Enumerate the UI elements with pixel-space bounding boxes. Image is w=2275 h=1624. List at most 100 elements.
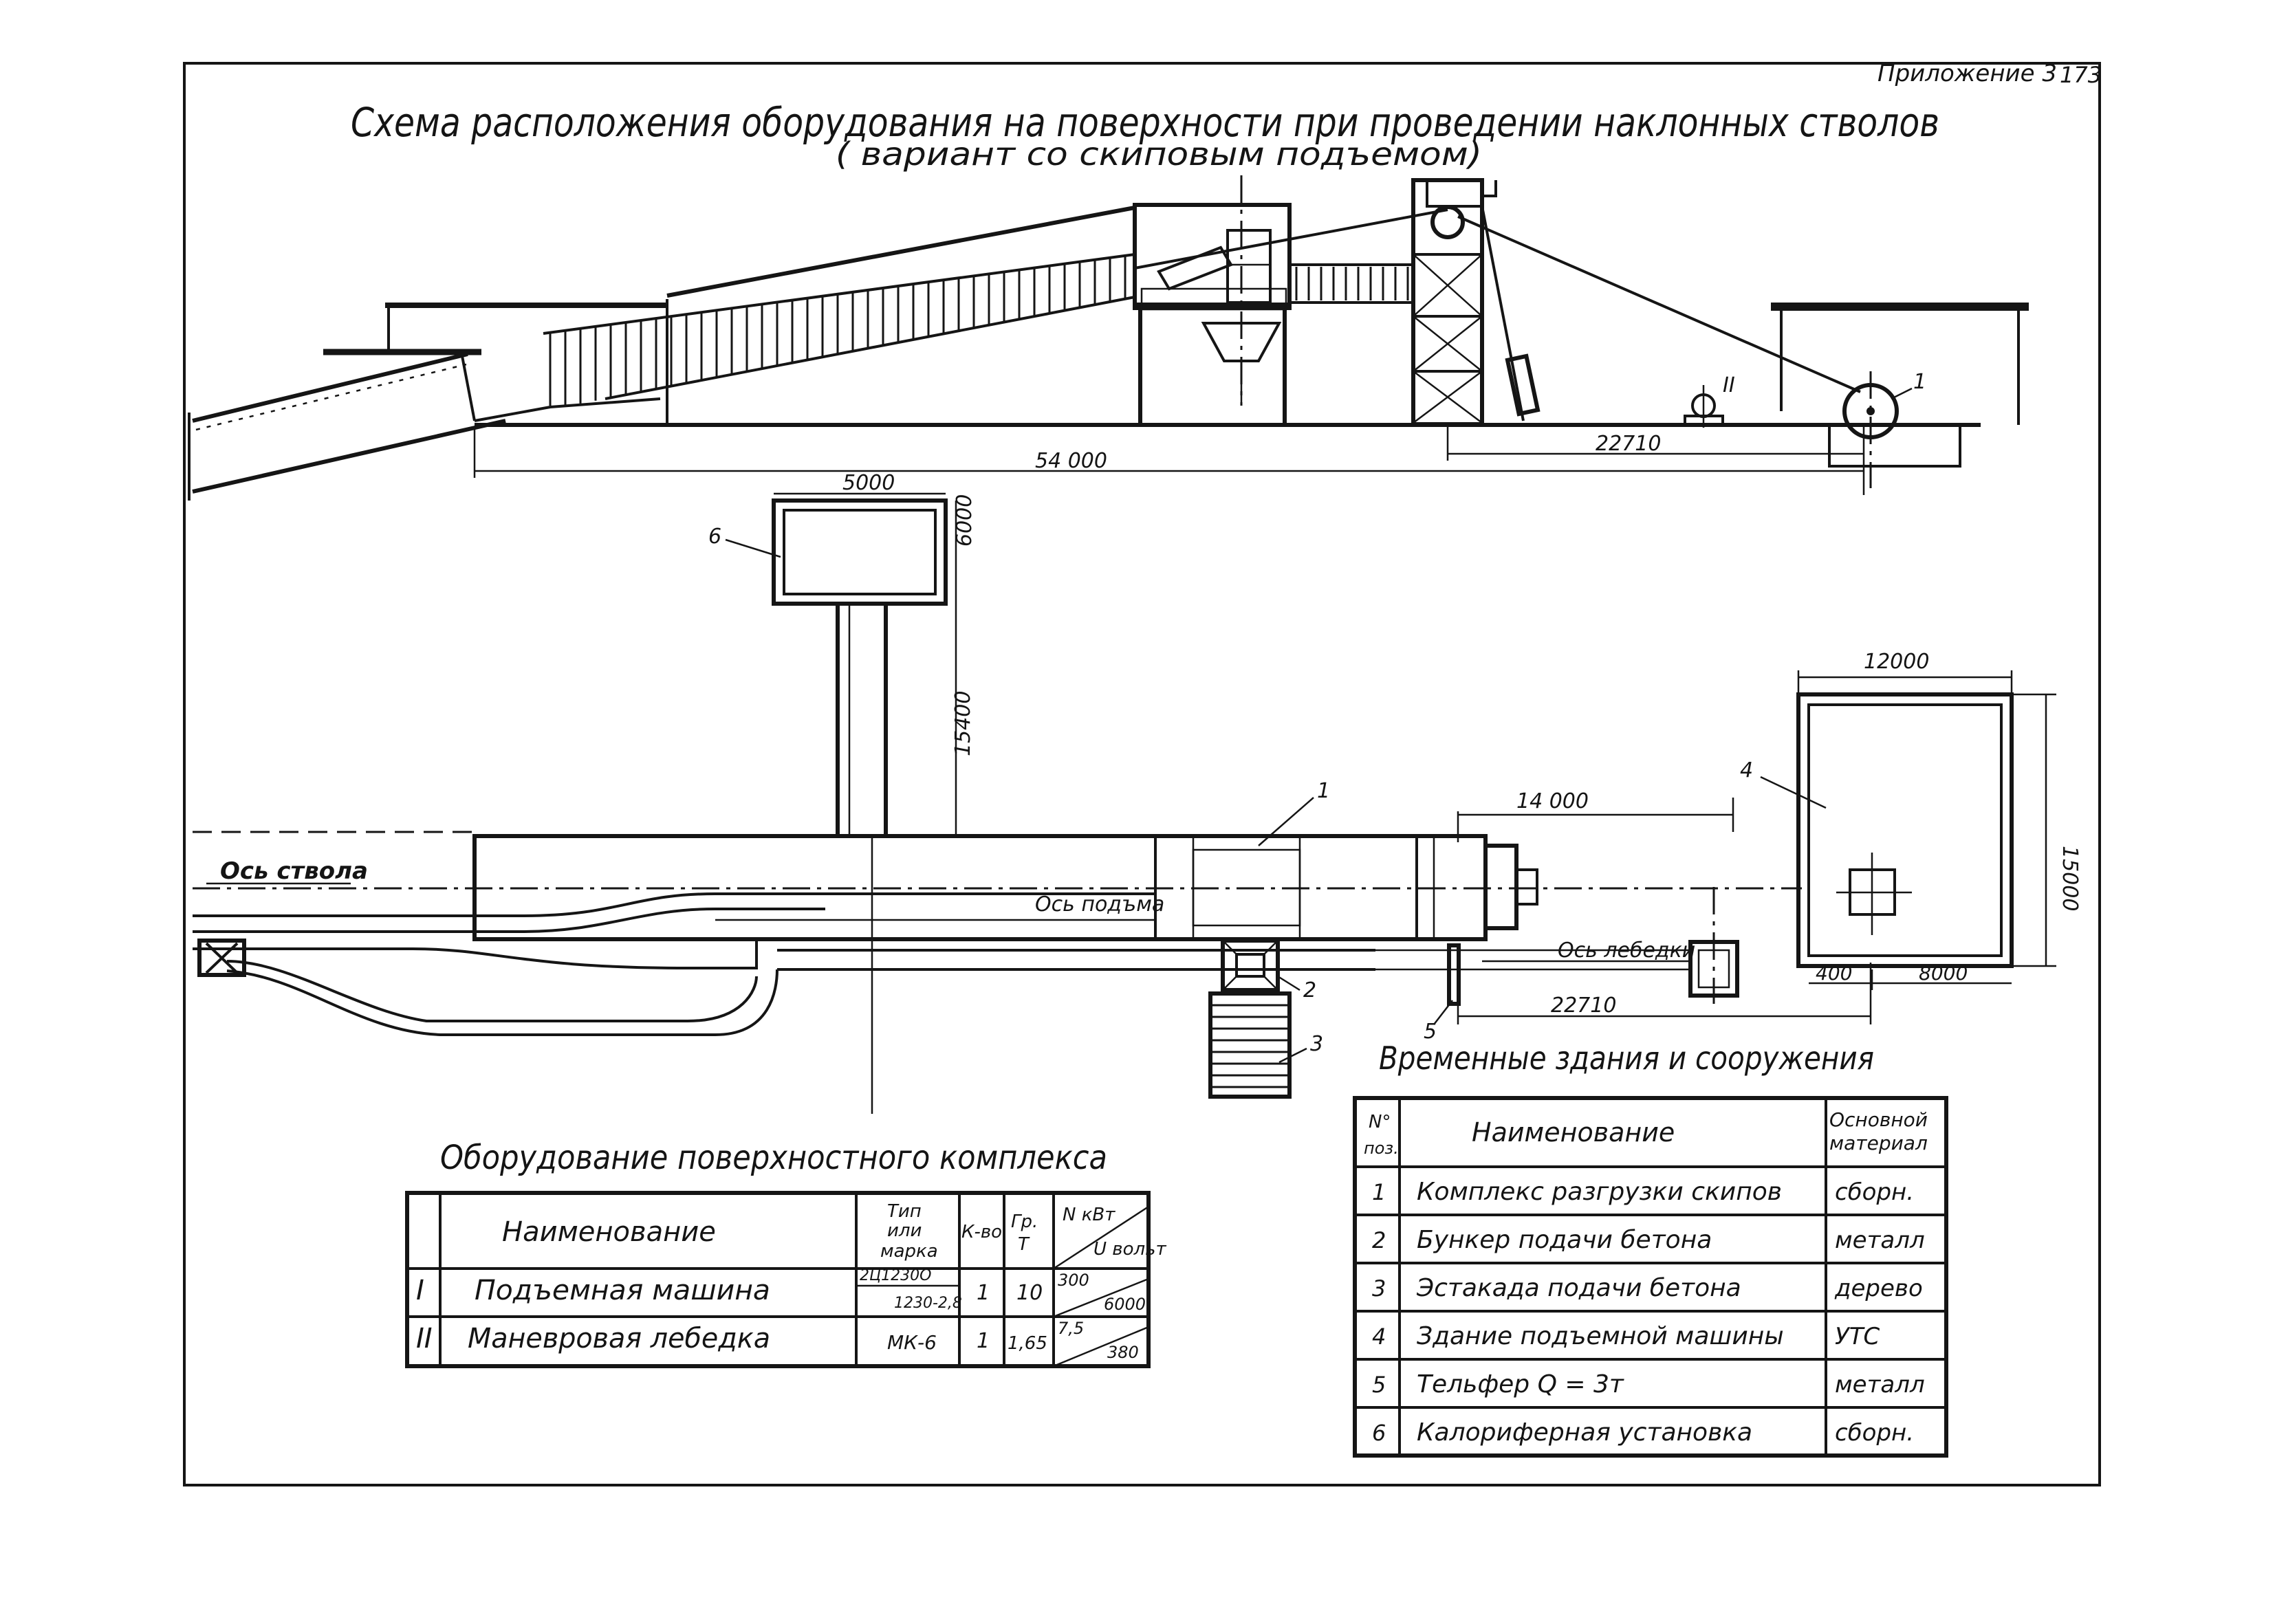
skip-unloader: [1157, 245, 1233, 291]
eq-power-diag-h: [1053, 1205, 1149, 1270]
headframe-brace-d: [1413, 316, 1483, 372]
bt-row-name: Калориферная установка: [1417, 1418, 1752, 1447]
hoist-leader: [1891, 387, 1913, 400]
eq-row1-qty: 1: [977, 1281, 990, 1305]
buildings-table-rows: 1 Комплекс разгрузки скипов сборн. 2 Бункер …: [1372, 1178, 1925, 1447]
dim-22710p-label: 22710: [1551, 994, 1616, 1018]
tower-door: [1226, 229, 1272, 304]
sheet-frame: [183, 62, 2101, 1486]
drawing-subtitle: ( вариант со скиповым подъемом): [836, 135, 1482, 173]
bt-row-material: УТС: [1835, 1323, 1880, 1350]
track-4: [226, 960, 758, 1022]
buildings-table: Временные здания и сооружения N° поз. На…: [1353, 1040, 1948, 1458]
buildings-table-row-lines: [1355, 1214, 1946, 1409]
pos6-leader: [725, 538, 781, 558]
eq-row1-name: Подъемная машина: [475, 1275, 770, 1306]
shaft-incline-inner: [195, 363, 467, 431]
hoist-pos-label: 1: [1913, 370, 1926, 394]
pos1-label: 1: [1317, 779, 1330, 803]
tower-floor: [1135, 303, 1289, 309]
pos2-label: 2: [1303, 978, 1316, 1002]
track-2: [193, 908, 825, 933]
dim-14000-label: 14 000: [1516, 789, 1589, 813]
pos2-leader: [1277, 975, 1300, 991]
bridge-frame: [1140, 287, 1287, 311]
headframe-plan-knob: [1515, 868, 1538, 906]
concrete-trestle: [1208, 991, 1292, 1099]
eq-power-diag-1: [1053, 1277, 1149, 1318]
portal-block: [197, 939, 246, 977]
dim-8000-label: 8000: [1919, 962, 1968, 985]
heater-duct: [836, 602, 888, 838]
elevation-view: 1 II 54 000 22710: [188, 175, 2029, 501]
appendix-label: Приложение 3: [1877, 60, 2057, 87]
bt-header-num-2: поз.: [1364, 1139, 1399, 1158]
buildings-table-caption: Временные здания и сооружения: [1379, 1040, 1874, 1077]
bt-header-name: Наименование: [1472, 1117, 1675, 1148]
pos1-leader: [1258, 797, 1314, 846]
dim-12000-label: 12000: [1864, 650, 1929, 674]
bt-row-num: 5: [1372, 1372, 1386, 1398]
bunker-diag-4: [1263, 976, 1278, 991]
dim-15000-label: 15000: [2058, 846, 2082, 911]
headframe-skip: [1505, 353, 1541, 417]
bt-header-num-1: N°: [1369, 1112, 1391, 1132]
bt-row-name: Бункер подачи бетона: [1417, 1226, 1712, 1254]
eq-header-cap-1: Гр.: [1011, 1211, 1038, 1232]
pos3-leader: [1278, 1047, 1307, 1064]
concrete-bunker-inner: [1235, 953, 1265, 978]
equipment-table-caption: Оборудование поверхностного комплекса: [440, 1139, 1107, 1177]
eq-row2-power-top: 7,5: [1058, 1319, 1084, 1338]
axis-shaft-label: Ось ствола: [220, 857, 368, 885]
headframe-brace-d: [1413, 254, 1483, 317]
eq-header-name: Наименование: [502, 1216, 716, 1248]
pos5-label: 5: [1424, 1020, 1437, 1044]
pos5-leader: [1433, 1000, 1453, 1025]
gallery-top: [543, 253, 1135, 335]
eq-row1-type-top: 2Ц1230О: [860, 1267, 931, 1284]
bridge-hatching: [1295, 267, 1409, 300]
bunker-diag-3: [1222, 976, 1237, 991]
eq-row2-cap: 1,65: [1008, 1333, 1047, 1354]
pos4-leader: [1760, 776, 1827, 809]
eq-row1-type-bottom: 1230-2,8: [894, 1295, 962, 1312]
shaft-incline-top: [192, 352, 468, 423]
shed-roof: [385, 303, 667, 308]
bt-row-num: 1: [1372, 1179, 1386, 1205]
eq-power-diag-2: [1053, 1326, 1149, 1368]
pos3-label: 3: [1310, 1032, 1323, 1056]
eq-row1-power-bottom: 6000: [1104, 1295, 1146, 1314]
heater-outer: [772, 498, 948, 606]
bt-row-num: 6: [1372, 1420, 1386, 1446]
bt-row-name: Эстакада подачи бетона: [1416, 1274, 1741, 1302]
track-1: [193, 892, 1155, 917]
trestle-hatching: [1210, 1004, 1289, 1088]
buildings-table-frame: [1353, 1096, 1948, 1458]
bt-header-material-2: материал: [1829, 1132, 1928, 1154]
headframe-strut: [1481, 206, 1525, 421]
heater-dim-height: 6000: [953, 494, 977, 547]
bt-row-name: Тельфер Q = 3т: [1417, 1370, 1624, 1398]
eq-row1-power-top: 300: [1058, 1271, 1089, 1290]
eq-header-cap-2: Т: [1018, 1234, 1030, 1255]
hoist-drum-hub: [1866, 407, 1875, 415]
eq-header-type-2: или: [887, 1220, 922, 1241]
gallery-bottom: [605, 296, 1135, 400]
dim-400-label: 400: [1816, 962, 1852, 985]
shaft-incline-bottom: [192, 419, 506, 494]
ground-slope: [474, 397, 661, 422]
hoist-pit: [1828, 426, 1961, 468]
bunker-hopper: [1201, 322, 1282, 362]
eq-row2-name: Маневровая лебедка: [468, 1323, 770, 1354]
eq-row2-qty: 1: [977, 1329, 990, 1353]
dim-22710-label: 22710: [1596, 432, 1661, 456]
track-3: [193, 939, 758, 969]
bt-row-name: Комплекс разгрузки скипов: [1417, 1178, 1782, 1206]
headframe-bracing: [1413, 253, 1483, 424]
eq-header-qty: К-во: [961, 1222, 1002, 1242]
bt-row-num: 2: [1372, 1227, 1386, 1253]
bt-row-material: сборн.: [1835, 1178, 1914, 1206]
drawing-title: Схема расположения оборудования на повер…: [351, 99, 1939, 146]
pos4-label: 4: [1740, 758, 1753, 782]
